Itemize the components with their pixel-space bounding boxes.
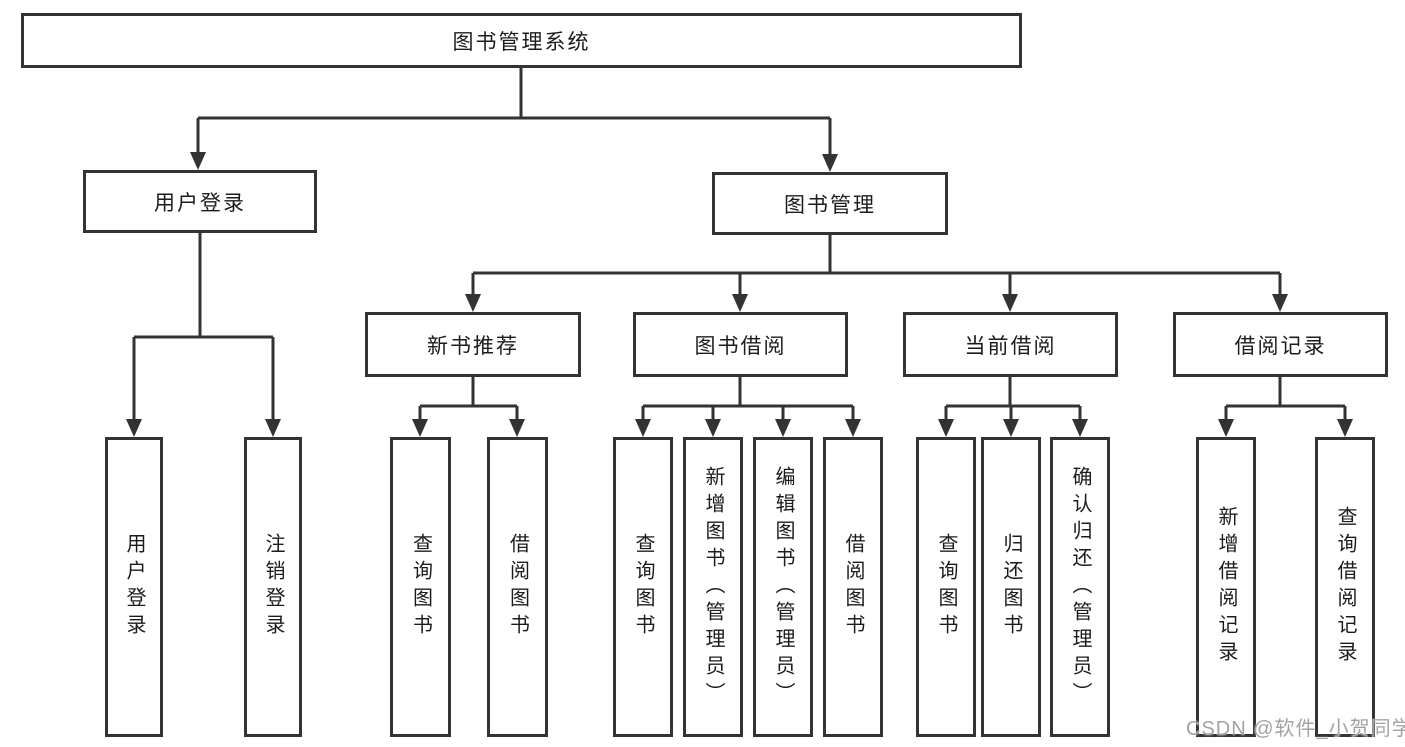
leaf-add-borrow-record: 新增借阅记录: [1196, 437, 1256, 737]
node-borrow-records-label: 借阅记录: [1234, 334, 1327, 358]
node-user-login-label: 用户登录: [154, 191, 246, 215]
node-current-borrow-label: 当前借阅: [964, 334, 1057, 358]
leaf-newbook-query-book: 查询图书: [390, 437, 451, 737]
leaf-return-book-label: 归还图书: [1000, 533, 1022, 641]
leaf-logout-label: 注销登录: [262, 533, 284, 641]
leaf-user-login: 用户登录: [105, 437, 163, 737]
leaf-newbook-borrow-book-label: 借阅图书: [506, 533, 529, 641]
leaf-logout: 注销登录: [244, 437, 302, 737]
leaf-newbook-borrow-book: 借阅图书: [487, 437, 548, 737]
leaf-add-borrow-record-label: 新增借阅记录: [1215, 506, 1237, 668]
leaf-borrow-book-label: 借阅图书: [842, 533, 864, 641]
leaf-query-borrow-record-label: 查询借阅记录: [1334, 506, 1356, 668]
node-current-borrow: 当前借阅: [903, 312, 1118, 377]
node-root: 图书管理系统: [21, 13, 1022, 68]
leaf-edit-book-admin-label: 编辑图书（管理员）: [772, 465, 794, 709]
leaf-return-book: 归还图书: [981, 437, 1041, 737]
leaf-confirm-return-admin: 确认归还（管理员）: [1050, 437, 1110, 737]
node-new-book-recommend: 新书推荐: [365, 312, 581, 377]
node-book-borrow-label: 图书借阅: [694, 334, 787, 358]
leaf-add-book-admin: 新增图书（管理员）: [683, 437, 743, 737]
leaf-current-query-book-label: 查询图书: [935, 533, 957, 641]
leaf-borrow-query-book: 查询图书: [613, 437, 673, 737]
leaf-query-borrow-record: 查询借阅记录: [1315, 437, 1375, 737]
node-borrow-records: 借阅记录: [1173, 312, 1388, 377]
leaf-confirm-return-admin-label: 确认归还（管理员）: [1069, 465, 1091, 709]
leaf-current-query-book: 查询图书: [916, 437, 976, 737]
leaf-borrow-query-book-label: 查询图书: [632, 533, 654, 641]
csdn-watermark: CSDN @软件_小贺同学: [1186, 718, 1405, 740]
node-user-login: 用户登录: [83, 170, 317, 233]
leaf-borrow-book: 借阅图书: [823, 437, 883, 737]
leaf-add-book-admin-label: 新增图书（管理员）: [702, 465, 724, 709]
leaf-user-login-label: 用户登录: [123, 533, 145, 641]
leaf-newbook-query-book-label: 查询图书: [409, 533, 432, 641]
node-root-label: 图书管理系统: [452, 30, 591, 54]
leaf-edit-book-admin: 编辑图书（管理员）: [753, 437, 813, 737]
node-book-management-label: 图书管理: [784, 193, 876, 217]
node-book-management: 图书管理: [712, 172, 948, 235]
arrowheads: [126, 152, 1353, 437]
node-book-borrow: 图书借阅: [633, 312, 848, 377]
node-new-book-recommend-label: 新书推荐: [427, 334, 519, 358]
